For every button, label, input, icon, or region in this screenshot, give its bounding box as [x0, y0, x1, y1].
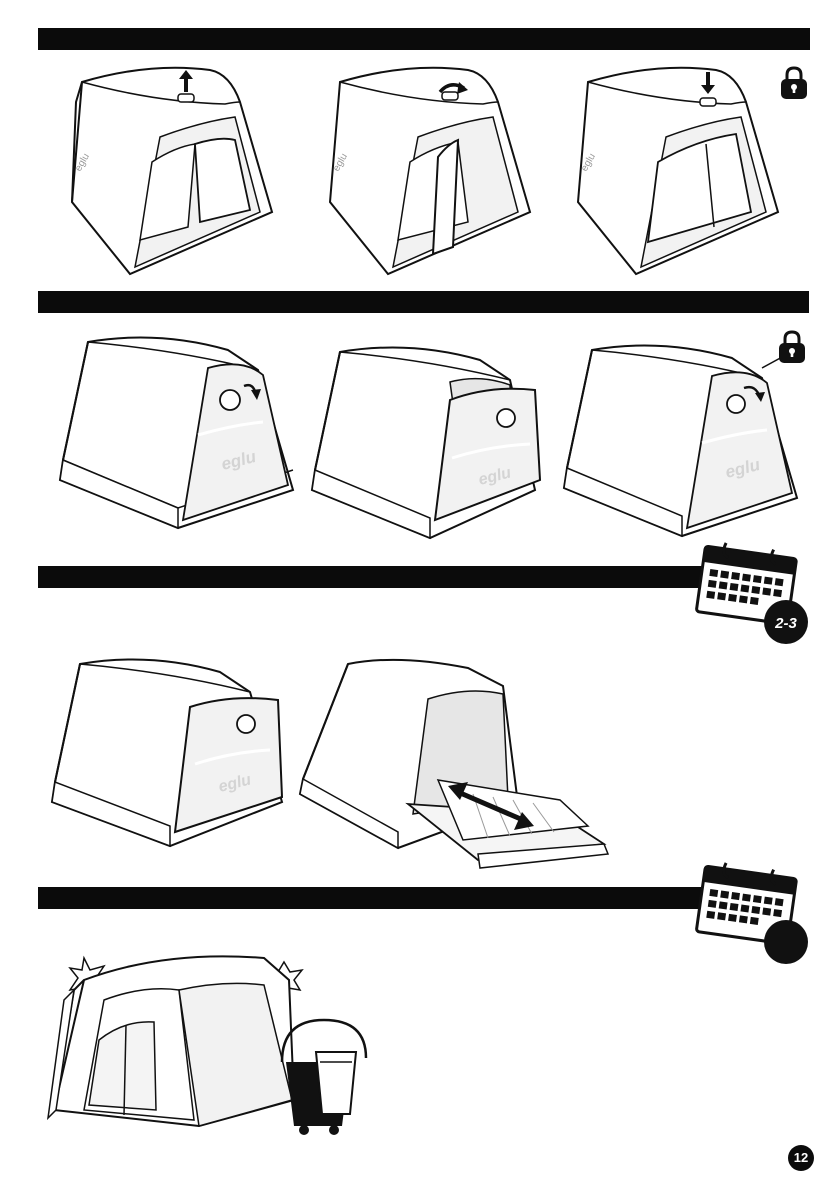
coop-front-lock-figure: eglu: [58, 330, 298, 540]
calendar-icon: [690, 858, 810, 970]
padlock-icon: [776, 330, 808, 364]
coop-door-open-figure: eglu: [60, 62, 290, 282]
coop-tray-closed-figure: eglu: [50, 652, 290, 852]
section-4-band: [38, 887, 710, 909]
section-2-band: [38, 291, 809, 313]
coop-tray-out-figure: [298, 654, 610, 874]
page-number: 12: [788, 1145, 814, 1171]
calendar-icon: 2-3: [690, 538, 810, 650]
frequency-badge: 2-3: [774, 615, 797, 632]
coop-front-open-figure: eglu: [310, 340, 550, 550]
coop-front-closed-figure: eglu: [562, 338, 802, 548]
coop-door-closed-figure: eglu: [566, 62, 806, 282]
coop-clean-figure: [44, 950, 384, 1140]
section-1-band: [38, 28, 810, 50]
padlock-icon: [778, 66, 810, 100]
coop-door-rotate-figure: eglu: [318, 62, 548, 282]
section-3-band: [38, 566, 710, 588]
